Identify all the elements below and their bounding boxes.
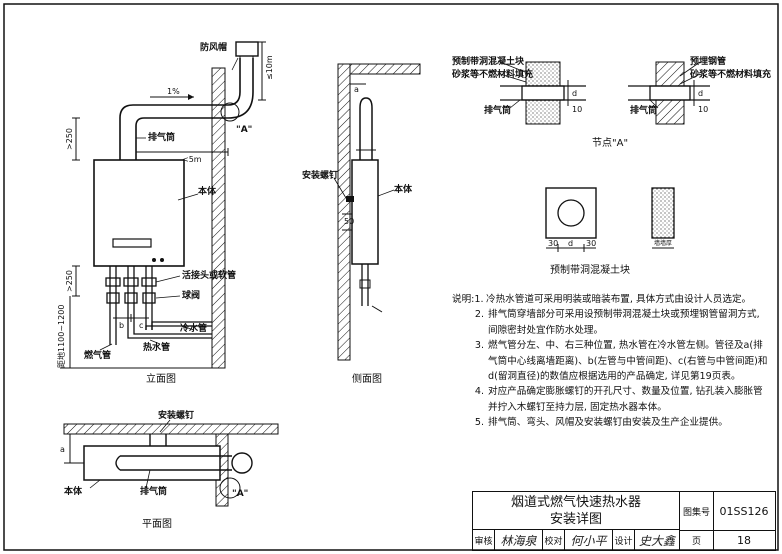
dim-mount: 距地1100~1200 <box>56 305 66 368</box>
atlas-label: 图集号 <box>680 492 714 531</box>
node-10-left: 10 <box>572 105 582 114</box>
node-mortar-left-label: 砂浆等不燃材料填充 <box>452 68 533 80</box>
side-body-label: 本体 <box>394 183 413 195</box>
ballvalve-label: 球阀 <box>182 289 200 301</box>
exhaust-label: 排气筒 <box>148 131 175 143</box>
slope-label: 1% <box>167 87 180 96</box>
union-label: 活接头或软管 <box>182 269 236 281</box>
note-item-1: 说明:1. 冷热水管道可采用明装或暗装布置, 具体方式由设计人员选定。 <box>452 294 752 305</box>
node-ref-label: "A" <box>236 125 252 135</box>
title-block: 烟道式燃气快速热水器 安装详图 图集号 01SS126 审核 林海泉 校对 何小… <box>472 491 776 551</box>
plan-screw-label: 安装螺钉 <box>158 409 194 421</box>
hotpipe-label: 热水管 <box>143 341 170 353</box>
node-precast-label: 预制带洞混凝土块 <box>452 55 525 67</box>
notes-section: 说明:1. 冷热水管道可采用明装或暗装布置, 具体方式由设计人员选定。 2. 排… <box>452 292 770 431</box>
notes-heading: 说明: <box>452 294 475 305</box>
node-d-right: d <box>698 89 703 98</box>
block-dim-30-left: 30 <box>548 239 558 248</box>
block-wall-label: 墙墙厚 <box>654 239 672 247</box>
windcap <box>235 41 259 57</box>
plan-view: 安装螺钉 a 本体 排气筒 "A" 平面图 <box>60 409 279 530</box>
elevation-view: 防风帽 1% ≤10m 排气筒 >250 <5m "A" 本体 活接头或软管 球… <box>56 41 274 385</box>
windcap-label: 防风帽 <box>200 41 227 53</box>
block-caption: 预制带洞混凝土块 <box>550 263 630 276</box>
node-caption: 节点"A" <box>592 137 628 149</box>
coldpipe-label: 冷水管 <box>180 322 207 334</box>
gaspipe-label: 燃气管 <box>84 349 111 361</box>
atlas-number: 01SS126 <box>713 492 775 531</box>
review-signature: 林海泉 <box>495 530 543 550</box>
block-dim-30-right: 30 <box>586 239 596 248</box>
heater-body <box>93 159 185 267</box>
check-label: 校对 <box>543 530 565 550</box>
plan-dim-a: a <box>60 445 65 454</box>
dim-5m: <5m <box>182 155 202 164</box>
dim-c: c <box>139 321 143 330</box>
plan-caption: 平面图 <box>142 518 172 530</box>
note-item-3: 3. 燃气管分左、中、右三种位置, 热水管在冷水管左侧。管径及a(排气筒中心线离… <box>474 340 768 383</box>
dim-250a: >250 <box>65 128 74 150</box>
side-wall <box>337 63 351 361</box>
dim-b: b <box>119 321 124 330</box>
node-exhaust-right: 排气筒 <box>630 104 657 116</box>
body-label: 本体 <box>198 185 217 197</box>
side-dim-50: 50 <box>344 217 354 226</box>
side-dim-a: a <box>354 85 359 94</box>
review-label: 审核 <box>473 530 495 550</box>
sheet-border <box>3 3 779 551</box>
node-10-right: 10 <box>698 105 708 114</box>
elevation-caption: 立面图 <box>146 372 176 385</box>
elevation-wall <box>211 67 226 369</box>
check-signature: 何小平 <box>565 530 613 550</box>
heater-display <box>112 238 152 248</box>
node-sleeve-label: 预埋钢管 <box>690 55 726 67</box>
side-view: a 安装螺钉 本体 50 侧面图 <box>302 63 421 385</box>
page-label: 页 <box>680 530 714 550</box>
note-item-5: 5. 排气筒、弯头、风帽及安装螺钉由安装及生产企业提供。 <box>474 417 728 429</box>
design-signature: 史大鑫 <box>635 530 680 550</box>
note-item-4: 4. 对应产品确定膨胀螺钉的开孔尺寸、数量及位置, 钻孔装入膨胀管并拧入木螺钉至… <box>474 386 763 413</box>
node-mortar-right-label: 砂浆等不燃材料填充 <box>690 68 771 80</box>
node-exhaust-left: 排气筒 <box>484 104 511 116</box>
design-label: 设计 <box>613 530 635 550</box>
page-number: 18 <box>737 533 751 547</box>
note-item-2: 2. 排气筒穿墙部分可采用设预制带洞混凝土块或预埋钢管留洞方式, 间隙密封处宜作… <box>474 309 760 336</box>
node-d-left: d <box>572 89 577 98</box>
plan-node-ref: "A" <box>232 489 248 499</box>
node-a-detail: 预制带洞混凝土块 砂浆等不燃材料填充 预埋钢管 砂浆等不燃材料填充 排气筒 排气… <box>452 55 771 149</box>
side-caption: 侧面图 <box>352 372 382 385</box>
drawing-title: 烟道式燃气快速热水器 安装详图 <box>473 492 680 530</box>
dim-top: ≤10m <box>265 55 274 80</box>
plan-body-label: 本体 <box>64 485 83 497</box>
dim-250b: >250 <box>65 270 74 292</box>
precast-block-detail: 30 d 30 墙墙厚 预制带洞混凝土块 <box>545 187 675 276</box>
side-screw-label: 安装螺钉 <box>302 169 338 181</box>
plan-exhaust-label: 排气筒 <box>140 485 167 497</box>
block-dim-d: d <box>568 239 573 248</box>
